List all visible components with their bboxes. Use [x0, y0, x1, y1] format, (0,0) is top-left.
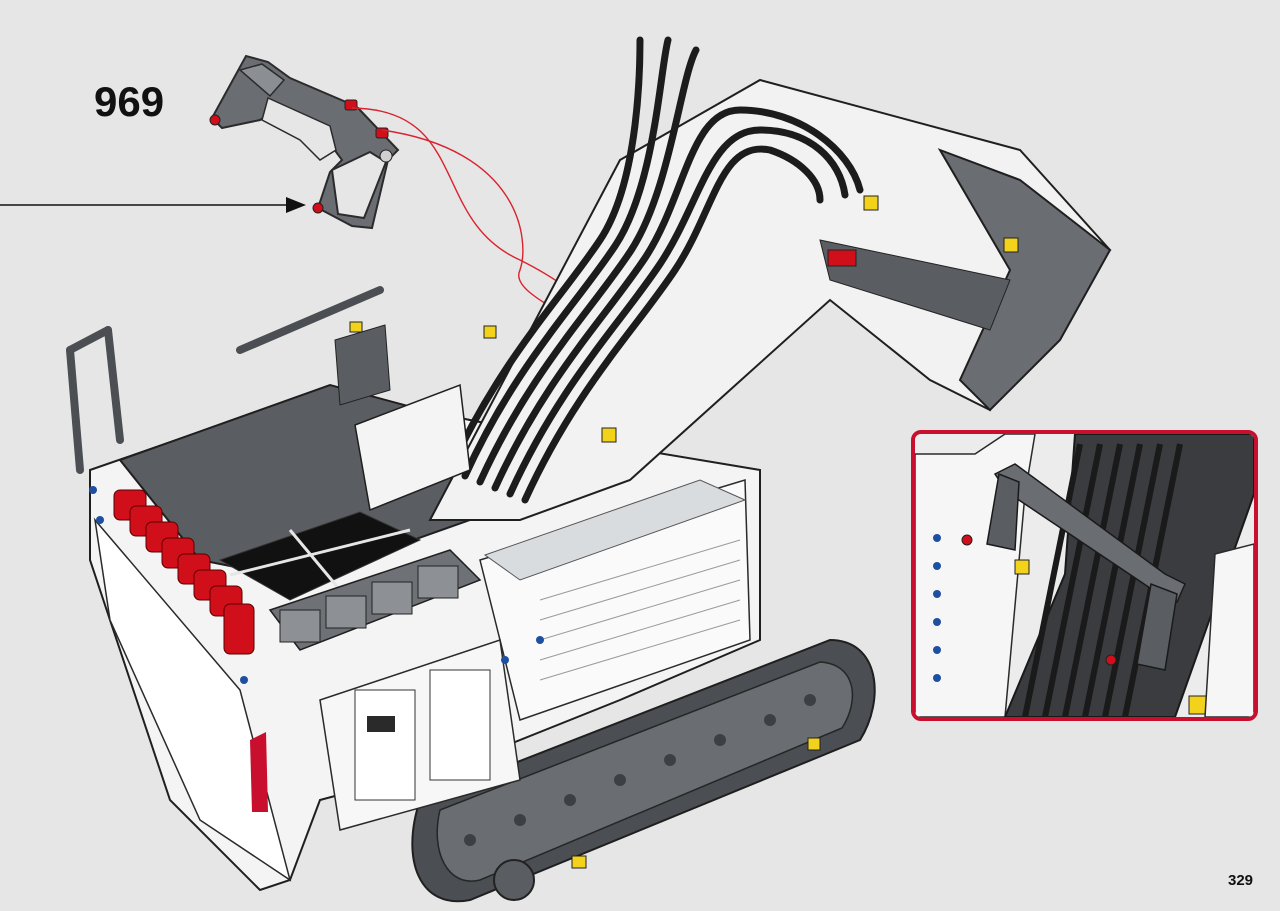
- cab: [334, 321, 471, 512]
- step-number: 969: [94, 78, 165, 125]
- subassembly-part: [209, 54, 400, 230]
- hydraulic-hoses: [446, 36, 864, 504]
- crawler-track: [411, 638, 876, 903]
- boom: [428, 78, 1112, 521]
- handrail: [66, 286, 384, 474]
- callout-illustration: [915, 434, 1254, 717]
- arrow-right-icon: [0, 197, 306, 213]
- page-number: 329: [1228, 872, 1254, 889]
- detail-zoom-callout: [911, 430, 1258, 721]
